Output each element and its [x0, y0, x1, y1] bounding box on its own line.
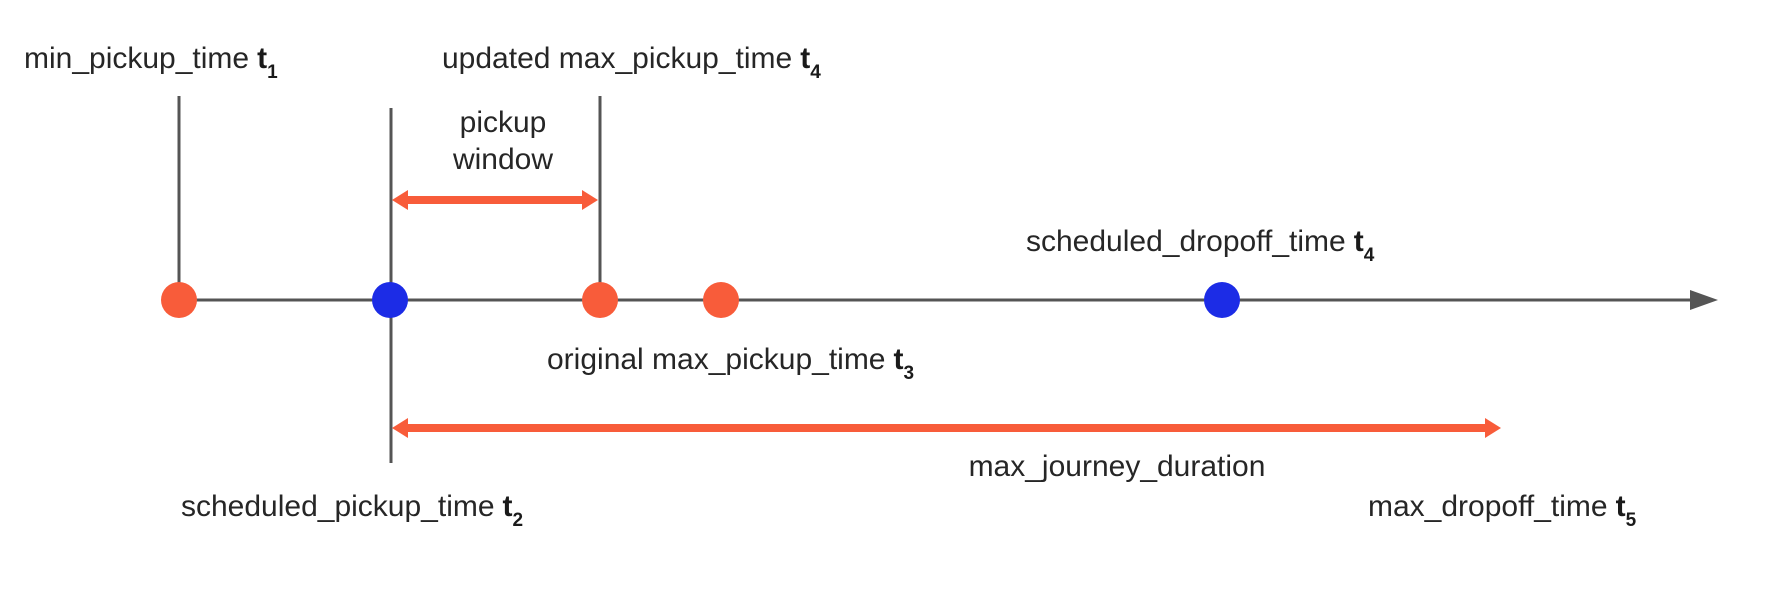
- scheduled-dropoff-point: [1204, 282, 1240, 318]
- scheduled-pickup-point: [372, 282, 408, 318]
- max-journey-duration-arrow: [392, 418, 1501, 438]
- original-max-pickup-point: [703, 282, 739, 318]
- max-journey-duration-label: max_journey_duration: [969, 450, 1266, 483]
- pickup-window-arrow: [392, 190, 598, 210]
- updated-max-pickup-point: [582, 282, 618, 318]
- timeline-arrowhead: [1690, 290, 1718, 310]
- pickup-window-label-line2: window: [452, 143, 553, 176]
- pickup-window-label-line1: pickup: [460, 106, 547, 139]
- min-pickup-point: [161, 282, 197, 318]
